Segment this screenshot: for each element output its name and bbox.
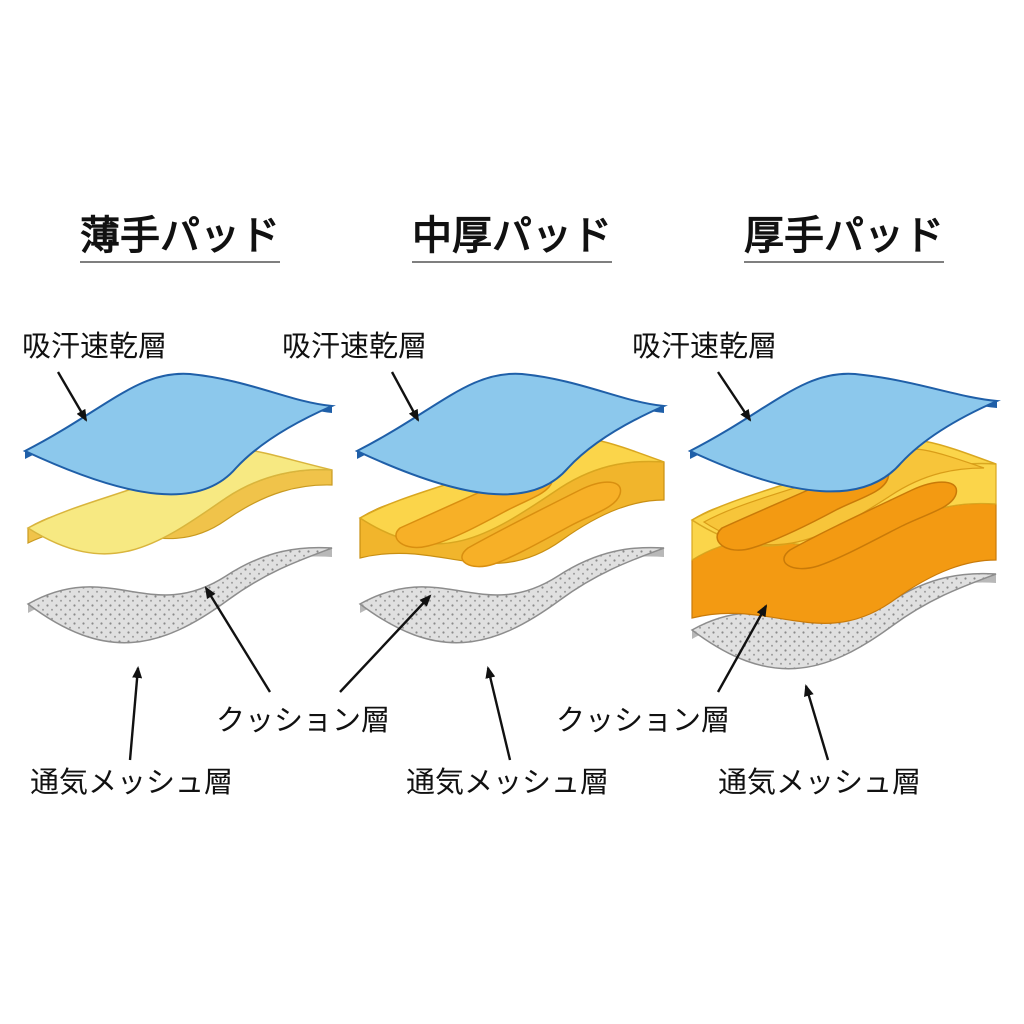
mesh-layer <box>358 546 665 644</box>
cushion-layer-thin <box>26 448 333 555</box>
arrow-mesh <box>804 684 830 761</box>
arrow-wicking <box>56 371 88 422</box>
arrow-cushion <box>716 604 768 693</box>
arrow-cushion <box>204 586 272 693</box>
wicking-layer <box>687 372 1001 493</box>
label-mesh: 通気メッシュ層 <box>406 765 609 799</box>
label-wicking: 吸汗速乾層 <box>282 329 427 363</box>
mesh-layer <box>26 546 333 644</box>
arrow-mesh <box>128 666 143 761</box>
arrow-cushion <box>339 594 432 693</box>
label-cushion: クッション層 <box>556 703 730 737</box>
label-wicking: 吸汗速乾層 <box>22 329 167 363</box>
arrow-mesh <box>485 666 512 761</box>
label-mesh: 通気メッシュ層 <box>718 765 921 799</box>
panel-title: 厚手パッド <box>744 213 944 259</box>
panel-title: 中厚パッド <box>412 213 612 259</box>
panel-thin: 薄手パッド 吸汗速乾層 クッション層 通気メッシュ層 <box>22 213 390 799</box>
label-mesh: 通気メッシュ層 <box>30 765 233 799</box>
label-wicking: 吸汗速乾層 <box>632 329 777 363</box>
arrow-wicking <box>390 371 420 422</box>
panel-thick: 厚手パッド 吸汗速乾層 通気メッ <box>632 213 1001 799</box>
panel-medium: 中厚パッド 吸汗速乾層 クッション層 通気メッシュ層 <box>282 213 730 799</box>
label-cushion: クッション層 <box>216 703 390 737</box>
arrow-wicking <box>717 371 752 422</box>
panel-title: 薄手パッド <box>80 213 280 259</box>
